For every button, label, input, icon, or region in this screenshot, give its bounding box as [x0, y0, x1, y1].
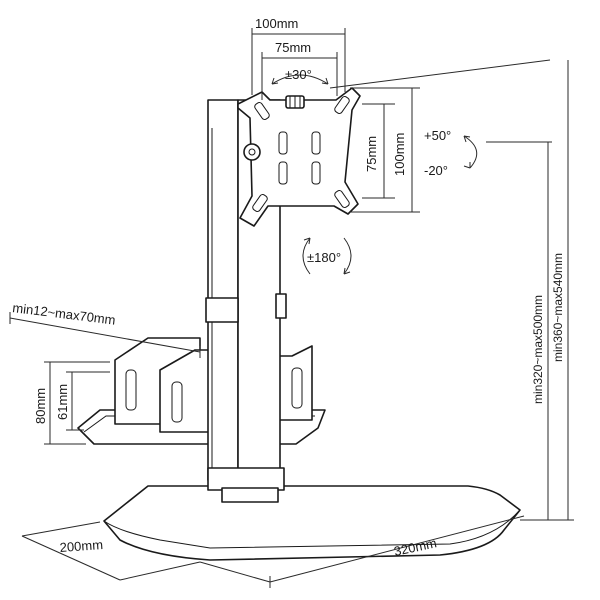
dim-cpu-holder-height-inner: 61mm — [55, 384, 70, 420]
pole-height-dimension — [486, 60, 574, 521]
dim-top-width-outer: 100mm — [255, 16, 298, 31]
base-plate — [103, 485, 521, 561]
base-depth-dimension — [21, 521, 201, 581]
pole — [205, 99, 287, 503]
dim-swivel: ±30° — [285, 67, 312, 82]
cpu-holder — [77, 337, 326, 445]
vesa-plate — [237, 87, 361, 227]
dim-base-depth: 200mm — [59, 537, 103, 555]
dim-cpu-width-range: min12~max70mm — [12, 300, 117, 328]
dim-tilt-down: -20° — [424, 163, 448, 178]
dim-rotation: ±180° — [307, 250, 341, 265]
dim-pole-height-low: min320~max500mm — [531, 295, 545, 404]
cpu-height-dimension — [44, 361, 110, 445]
cpu-width-dimension — [9, 312, 201, 358]
dim-vesa-height-outer: 100mm — [392, 133, 407, 176]
dim-top-width-inner: 75mm — [275, 40, 311, 55]
dim-pole-height-high: min360~max540mm — [551, 253, 565, 362]
dim-vesa-height-inner: 75mm — [364, 136, 379, 172]
base-width-dimension — [199, 515, 525, 588]
top-width-dimension — [251, 28, 346, 100]
dim-tilt-up: +50° — [424, 128, 451, 143]
dim-cpu-holder-height-outer: 80mm — [33, 388, 48, 424]
rotation-indicator — [302, 237, 352, 275]
vesa-height-dimension — [329, 59, 551, 213]
tilt-indicator — [463, 135, 478, 169]
